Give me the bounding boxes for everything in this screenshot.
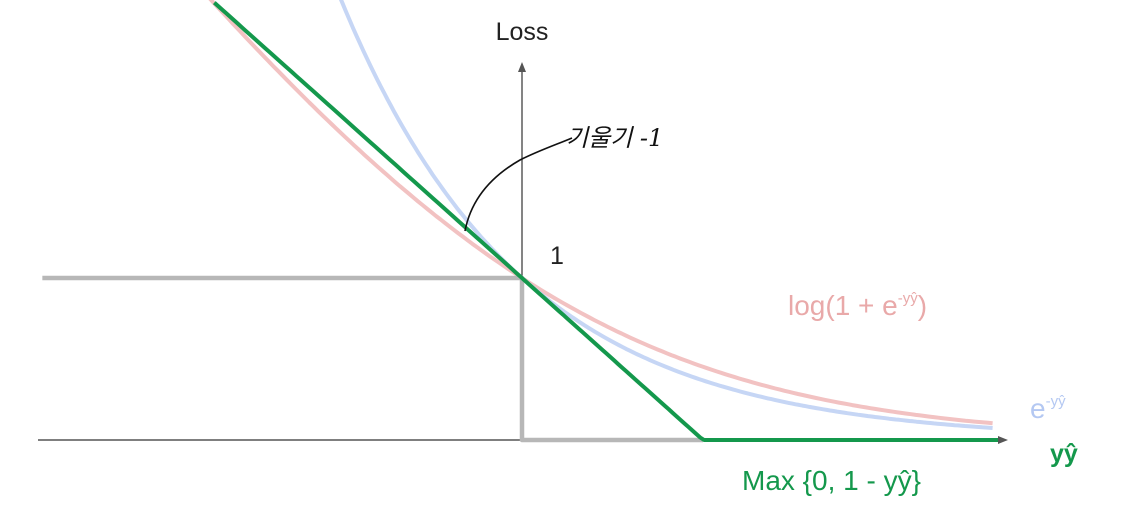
series-layer [42, 0, 998, 443]
logistic-loss-label: log(1 + e-yŷ) [788, 290, 927, 321]
series-line-exp [338, 0, 993, 430]
y-tick-label: 1 [550, 242, 564, 270]
x-axis-arrow-icon [998, 436, 1008, 444]
handwritten-annotation: 기울기 -1 [464, 124, 663, 232]
series-line-hinge [212, 1, 998, 442]
annotation-pointer [464, 137, 573, 232]
series-line-log1pexp [208, 0, 993, 426]
y-axis-arrow-icon [518, 62, 526, 72]
exp-loss-label: e-yŷ [1030, 393, 1066, 424]
y-axis-label: Loss [496, 18, 549, 46]
annotation-text: 기울기 -1 [566, 124, 663, 152]
series-line-step [42, 275, 703, 443]
x-axis-label: yŷ [1050, 440, 1078, 468]
hinge-loss-label: Max {0, 1 - yŷ} [742, 465, 921, 496]
